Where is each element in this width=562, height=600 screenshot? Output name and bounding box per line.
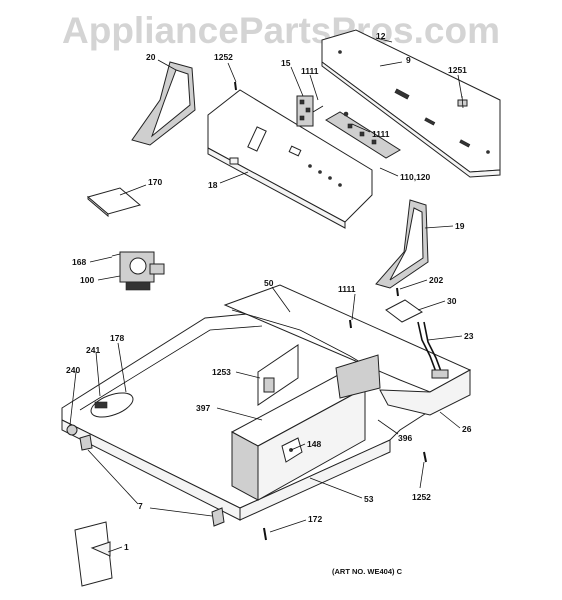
callout-148: 148 bbox=[307, 439, 321, 449]
callout-1251: 1251 bbox=[448, 65, 467, 75]
callout-1253: 1253 bbox=[212, 367, 231, 377]
part-harness bbox=[417, 321, 449, 379]
part-screw-1251 bbox=[457, 95, 468, 109]
part-endcap-left bbox=[131, 61, 196, 146]
callout-7: 7 bbox=[138, 501, 143, 511]
part-hinges bbox=[66, 424, 225, 527]
callout-240: 240 bbox=[66, 365, 80, 375]
leader-lines bbox=[69, 37, 463, 553]
callout-1252-top: 1252 bbox=[214, 52, 233, 62]
callout-100: 100 bbox=[80, 275, 94, 285]
callout-1111-upper: 1111 bbox=[301, 66, 319, 76]
callout-396: 396 bbox=[398, 433, 412, 443]
callout-12: 12 bbox=[376, 31, 386, 41]
callout-168: 168 bbox=[72, 257, 86, 267]
callout-labels: 20 1252 15 1111 12 9 1251 1111 110,120 1… bbox=[66, 31, 474, 576]
part-cabinet-box bbox=[230, 354, 381, 501]
callout-1111-lower: 1111 bbox=[338, 284, 356, 294]
watermark: AppliancePartsPros.com bbox=[62, 10, 500, 51]
callout-18: 18 bbox=[208, 180, 218, 190]
callout-1111-mid: 1111 bbox=[372, 129, 390, 139]
callout-53: 53 bbox=[364, 494, 374, 504]
part-manual bbox=[74, 521, 113, 587]
callout-202: 202 bbox=[429, 275, 443, 285]
art-number: (ART NO. WE404) C bbox=[332, 567, 403, 576]
callout-50: 50 bbox=[264, 278, 274, 288]
callout-172: 172 bbox=[308, 514, 322, 524]
callout-26: 26 bbox=[462, 424, 472, 434]
part-backsplash bbox=[321, 29, 501, 178]
callout-15: 15 bbox=[281, 58, 291, 68]
part-switch bbox=[296, 95, 324, 127]
callout-110-120: 110,120 bbox=[400, 172, 431, 182]
callout-19: 19 bbox=[455, 221, 465, 231]
part-terminal-block bbox=[325, 111, 401, 159]
part-endcap-right bbox=[375, 199, 429, 289]
callout-30: 30 bbox=[447, 296, 457, 306]
part-screws bbox=[234, 81, 427, 541]
callout-241: 241 bbox=[86, 345, 100, 355]
callout-20: 20 bbox=[146, 52, 156, 62]
part-control-panel bbox=[207, 89, 373, 229]
callout-170: 170 bbox=[148, 177, 162, 187]
callout-1252-bottom: 1252 bbox=[412, 492, 431, 502]
part-timer bbox=[111, 251, 165, 291]
callout-397: 397 bbox=[196, 403, 210, 413]
part-bracket-30 bbox=[385, 299, 423, 323]
part-switch-1253 bbox=[257, 344, 299, 406]
part-instruction-card bbox=[86, 187, 142, 218]
callout-178: 178 bbox=[110, 333, 124, 343]
callout-23: 23 bbox=[464, 331, 474, 341]
callout-9: 9 bbox=[406, 55, 411, 65]
callout-1: 1 bbox=[124, 542, 129, 552]
part-lamp bbox=[90, 392, 134, 418]
